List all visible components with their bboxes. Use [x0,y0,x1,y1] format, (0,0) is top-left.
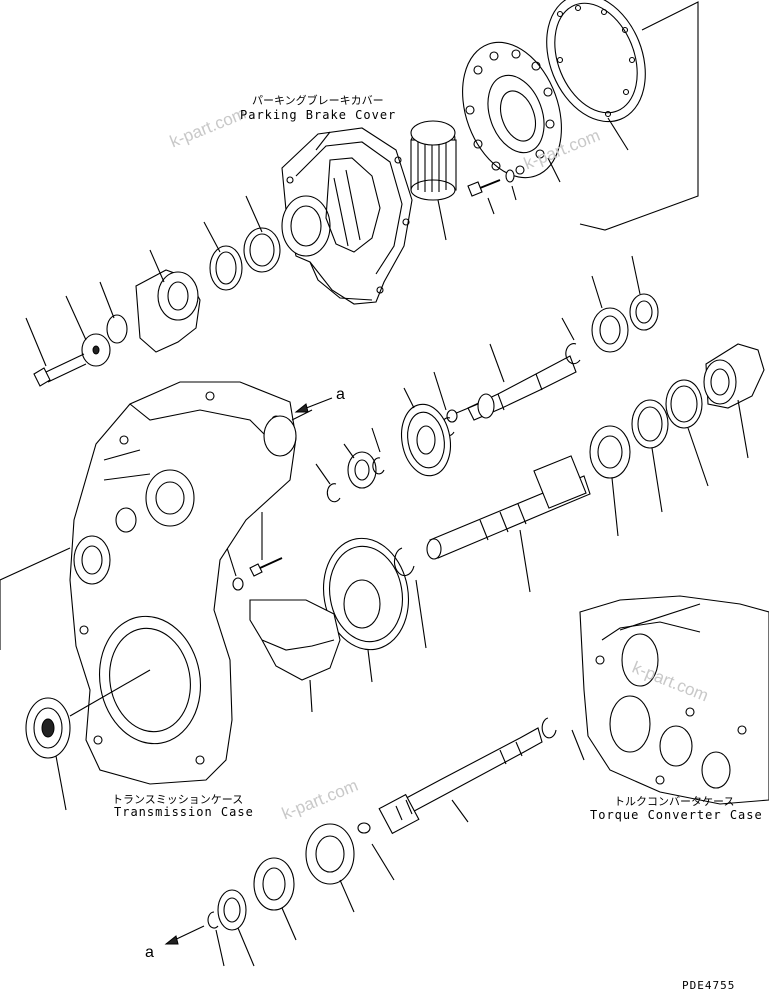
label-transmission-case-en: Transmission Case [114,805,254,819]
parking-brake-cover [281,127,413,305]
upper-bearing [591,255,659,353]
lower-bearings [207,822,395,967]
main-shaft [426,455,591,593]
left-bearing [0,547,151,811]
label-transmission-case-jp: トランスミッションケース [112,793,244,806]
input-shaft [378,727,543,835]
right-bearings [589,379,709,537]
seal-rings [203,195,281,291]
yoke-bolt-washers [25,281,128,387]
oil-baffle [249,599,341,713]
brake-plate [462,41,562,183]
gasket [546,0,699,231]
label-parking-brake-cover-en: Parking Brake Cover [240,108,397,122]
label-torque-converter-case-en: Torque Converter Case [590,808,763,822]
label-torque-converter-case-jp: トルクコンバータケース [614,795,735,808]
small-bearing [315,427,385,503]
upper-gear [401,387,451,477]
torque-converter-case [541,595,769,805]
coupling-yoke [135,249,201,353]
ref-arrow-lower [164,925,205,945]
splined-sleeve [410,120,457,241]
ref-arrow-upper [294,397,333,413]
upper-shaft [446,343,577,423]
plate-bolt [467,169,517,215]
case-bolt [221,512,283,591]
big-gear [322,537,427,683]
drawing-number: PDE4755 [682,979,736,992]
ref-letter-a-upper: a [336,386,345,403]
label-parking-brake-cover-jp: パーキングブレーキカバー [252,94,384,107]
output-yoke [703,343,765,459]
transmission-case [69,381,313,785]
ref-letter-a-lower: a [145,944,154,961]
